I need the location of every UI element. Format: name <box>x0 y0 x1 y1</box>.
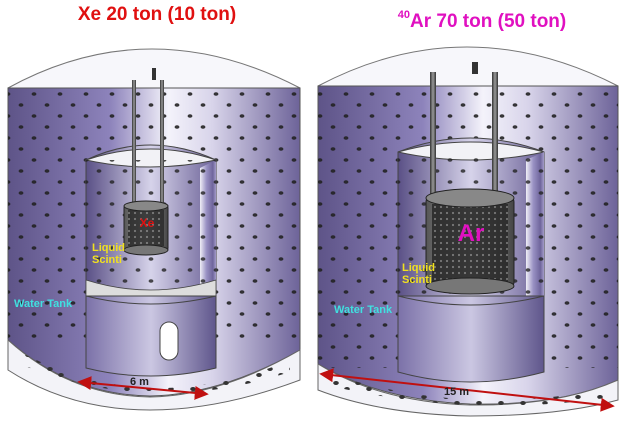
ar-scint-line2: Scinti <box>402 274 432 286</box>
xe-scint-line2: Scinti <box>92 254 122 266</box>
ar-core-label: Ar <box>457 220 485 247</box>
ar-water-tank-label: Water Tank <box>334 304 393 316</box>
ar-isotope-number: 40 <box>397 9 410 21</box>
xe-title-text: Xe 20 ton (10 ton) <box>77 4 237 25</box>
ar-title: 40Ar 70 ton (50 ton) <box>392 2 572 32</box>
fifteen-meter-label: 15 m <box>444 386 470 398</box>
six-meter-arrow <box>77 376 209 400</box>
xe-scintillator-label: Liquid Scinti <box>92 242 125 266</box>
xe-title: Xe 20 ton (10 ton) <box>62 2 252 28</box>
xe-scint-line1: Liquid <box>92 242 125 254</box>
fifteen-meter-arrow <box>319 368 615 412</box>
xe-core-label: Xe <box>139 216 155 230</box>
ar-tank <box>317 46 619 417</box>
ar-title-text: Ar 70 ton (50 ton) <box>410 11 567 32</box>
ar-scintillator-label: Liquid Scinti <box>402 262 435 286</box>
ar-scint-line1: Liquid <box>402 262 435 274</box>
xe-water-tank-label: Water Tank <box>14 298 73 310</box>
xe-tank <box>7 48 301 411</box>
six-meter-label: 6 m <box>130 376 149 388</box>
